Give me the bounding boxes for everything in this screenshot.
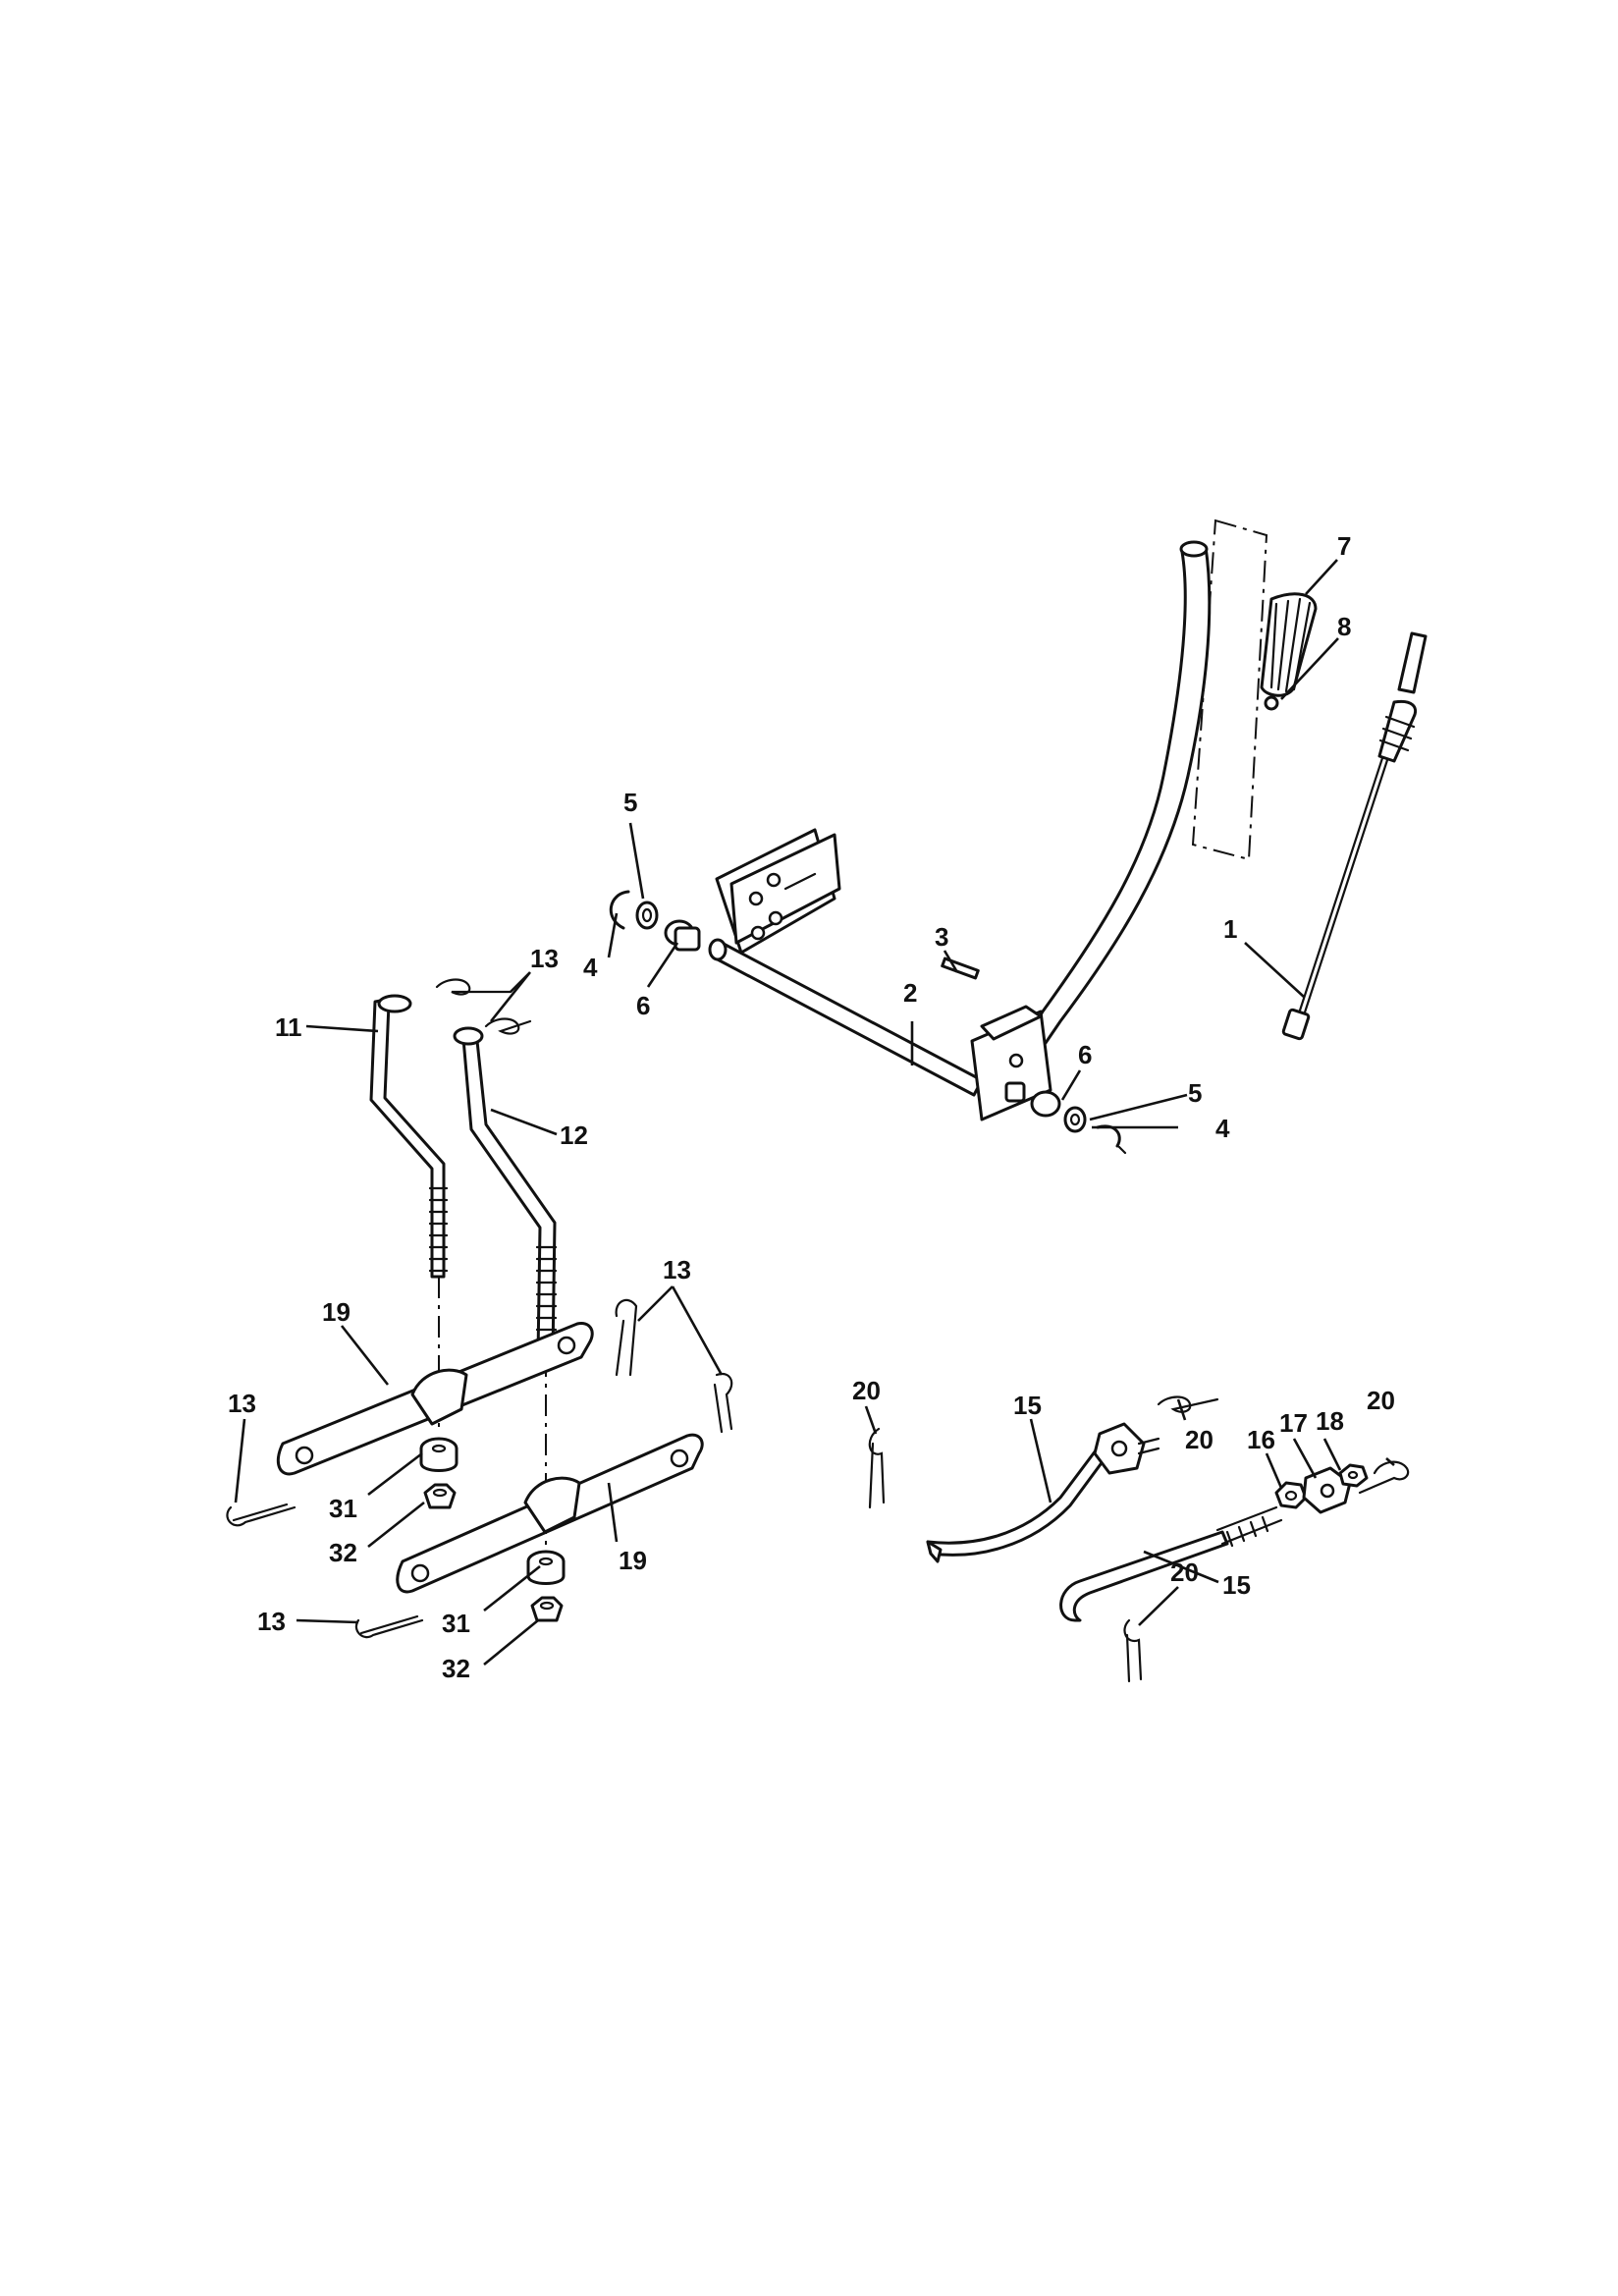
cotter-pin-d [1123, 1618, 1143, 1683]
bushing-lower [1004, 1081, 1061, 1118]
lift-arm-upper [276, 1321, 594, 1476]
callout-20-bottom: 20 [1170, 1558, 1199, 1587]
callout-5-lower: 5 [1188, 1078, 1202, 1108]
hairpin-clip-c [615, 1298, 638, 1377]
callout-4-upper: 4 [583, 953, 598, 982]
callout-15-rear: 15 [1222, 1570, 1251, 1600]
callout-13-bottom: 13 [257, 1607, 286, 1636]
rear-link-rod [1059, 1505, 1283, 1622]
hand-grip [1260, 592, 1318, 697]
pivot-bracket [715, 828, 841, 955]
callout-32-upper: 32 [329, 1538, 357, 1567]
callout-2: 2 [903, 978, 917, 1008]
washer-upper [635, 901, 659, 930]
cotter-pin-a [868, 1427, 886, 1509]
washer-lower [1063, 1106, 1087, 1133]
nut-lower [530, 1596, 564, 1622]
callout-20-left: 20 [852, 1376, 881, 1405]
callout-12: 12 [560, 1121, 588, 1150]
callout-17: 17 [1279, 1408, 1308, 1438]
lever-mount-bracket [970, 1005, 1052, 1121]
lift-link-left [369, 994, 449, 1279]
nut-upper [423, 1483, 457, 1509]
callout-3: 3 [935, 922, 948, 952]
callout-6-lower: 6 [1078, 1040, 1092, 1069]
callout-31-upper: 31 [329, 1494, 357, 1523]
hairpin-clip-e [226, 1503, 297, 1527]
callout-20-right: 20 [1367, 1386, 1395, 1415]
front-link-block [1093, 1422, 1160, 1475]
hairpin-clip-b [484, 1017, 532, 1035]
front-link-rod [926, 1437, 1116, 1563]
spacer-lower [526, 1550, 566, 1585]
adjuster-nut [1338, 1463, 1369, 1488]
hairpin-clip-f [354, 1614, 424, 1639]
callout-15-front: 15 [1013, 1391, 1042, 1420]
callout-31-lower: 31 [442, 1609, 470, 1638]
cotter-pin-c [1358, 1460, 1410, 1495]
callout-13-right: 13 [663, 1255, 691, 1285]
hairpin-clip-a [435, 978, 512, 996]
adjuster-block [1302, 1466, 1352, 1514]
cotter-pin-b [1157, 1395, 1219, 1413]
control-cable [1281, 631, 1428, 1041]
callout-4-lower: 4 [1215, 1114, 1230, 1143]
leader-lines [234, 559, 1395, 1667]
callout-18: 18 [1316, 1406, 1344, 1436]
callout-1: 1 [1223, 914, 1237, 944]
shaft-roll-pin [941, 957, 980, 980]
callout-32-lower: 32 [442, 1654, 470, 1683]
bushing-upper [664, 919, 701, 952]
callout-16: 16 [1247, 1425, 1275, 1454]
lift-arm-lower [396, 1433, 704, 1594]
callout-labels: 1 2 3 4 4 5 5 6 6 7 8 11 12 13 13 13 13 … [228, 531, 1395, 1683]
grip-set-screw [1264, 695, 1279, 711]
callout-6-upper: 6 [636, 991, 650, 1020]
cross-shaft [708, 938, 984, 1097]
callout-11: 11 [275, 1012, 302, 1042]
lift-lever-handle [1029, 540, 1212, 1045]
callout-20-mid: 20 [1185, 1425, 1214, 1454]
retaining-ring-upper [609, 890, 630, 930]
callout-13-top: 13 [530, 944, 559, 973]
callout-13-left: 13 [228, 1389, 256, 1418]
lift-link-right [453, 1026, 558, 1357]
callout-19-lower: 19 [619, 1546, 647, 1575]
callout-8: 8 [1337, 612, 1351, 641]
callout-5-upper: 5 [623, 788, 637, 817]
callout-7: 7 [1337, 531, 1351, 561]
retaining-ring-lower [1096, 1124, 1127, 1155]
spacer-upper [419, 1437, 458, 1472]
hairpin-clip-d [713, 1372, 733, 1434]
callout-19-upper: 19 [322, 1297, 351, 1327]
